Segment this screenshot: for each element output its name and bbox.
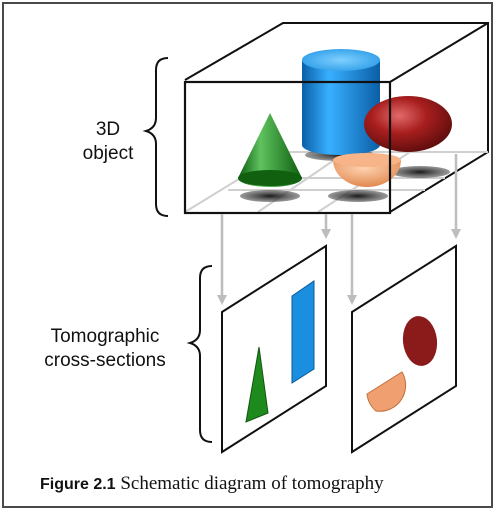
cone-section	[245, 346, 269, 423]
label-3d-line2: object	[82, 143, 134, 164]
ellipsoid-shadow	[390, 166, 450, 178]
label-3d-line1: 3D	[95, 119, 121, 140]
cross-section-slice-2	[351, 244, 457, 454]
hemisphere-shape	[333, 153, 401, 187]
cylinder-section	[291, 280, 315, 384]
ellipsoid-section	[402, 316, 438, 366]
cross-section-slice-1	[221, 244, 327, 454]
cone-shape	[238, 113, 302, 187]
hemisphere-shadow	[328, 190, 388, 202]
label-tomo-line2: cross-sections	[44, 350, 166, 371]
figure-number: Figure 2.1	[40, 476, 116, 493]
projection-arrows	[217, 154, 461, 305]
hemisphere-section	[366, 371, 407, 412]
label-3d-object: 3D object	[68, 118, 148, 166]
brace-3d-object	[142, 57, 169, 217]
bounding-box-front	[183, 80, 392, 215]
label-tomographic-sections: Tomographic cross-sections	[30, 325, 180, 373]
ellipsoid-shape	[364, 96, 452, 152]
cylinder-shape	[302, 49, 380, 155]
cone-shadow	[240, 190, 300, 202]
figure-caption: Figure 2.1 Schematic diagram of tomograp…	[40, 473, 480, 495]
label-tomo-line1: Tomographic	[50, 326, 160, 347]
brace-cross-sections	[186, 265, 213, 443]
caption-text: Schematic diagram of tomography	[120, 473, 384, 494]
